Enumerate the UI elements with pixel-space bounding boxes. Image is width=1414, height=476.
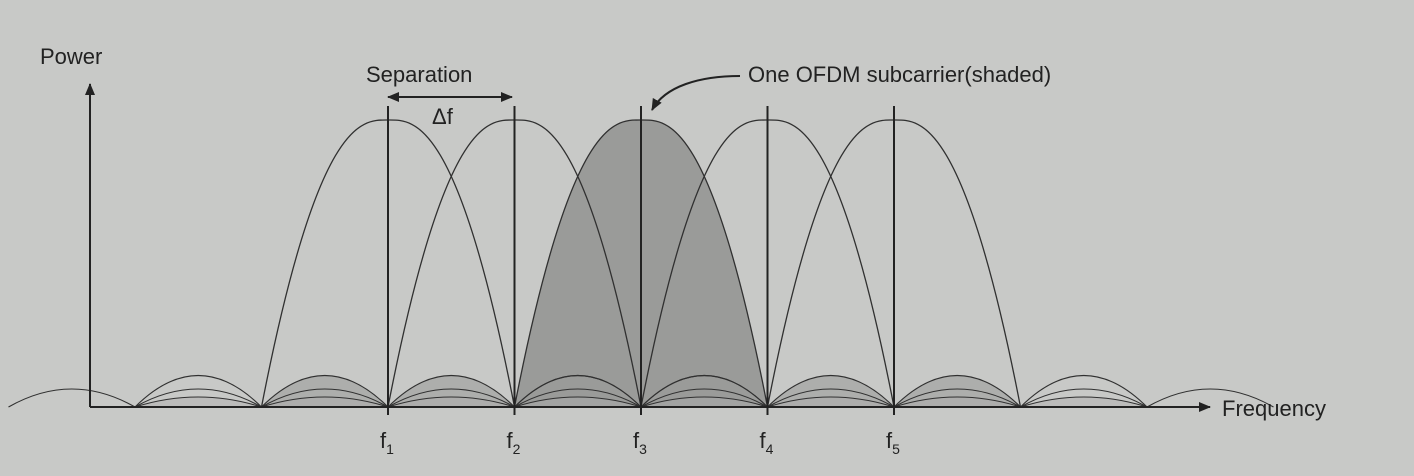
subcarrier-sidelobe	[134, 388, 262, 408]
subcarrier-sidelobe	[893, 388, 1021, 408]
baseline-sidelobe	[261, 396, 389, 408]
subcarrier-sidelobe	[767, 388, 895, 408]
subcarrier-sidelobe	[767, 375, 895, 408]
baseline-sidelobe	[514, 396, 642, 408]
separation-label: Separation	[366, 62, 472, 87]
subcarrier-sidelobe	[514, 375, 642, 408]
delta-f-label: Δf	[432, 104, 454, 129]
subcarrier-sidelobe	[261, 375, 389, 408]
subcarrier-sidelobe	[1020, 388, 1148, 408]
subcarrier-lines	[387, 106, 895, 415]
tick-label-f2: f2	[507, 428, 521, 457]
tick-subscript: 5	[892, 441, 900, 457]
subcarrier-sidelobe	[640, 375, 768, 408]
subcarrier-sidelobe	[1020, 375, 1148, 408]
baseline-sidelobe	[387, 396, 515, 408]
callout-arrow	[651, 75, 741, 111]
baseline-sidelobe	[767, 396, 895, 408]
baseline-sidelobe	[134, 396, 262, 408]
tick-subscript: 2	[513, 441, 521, 457]
subcarrier-sidelobe	[893, 375, 1021, 408]
tick-subscript: 4	[766, 441, 774, 457]
tick-label-f3: f3	[633, 428, 647, 457]
subcarrier-sidelobe	[387, 375, 515, 408]
subcarrier-sidelobe	[1146, 388, 1274, 408]
subcarrier-sidelobe	[8, 388, 136, 408]
baseline-sidelobe	[640, 396, 768, 408]
subcarrier-sidelobe	[514, 388, 642, 408]
x-axis-label: Frequency	[1222, 396, 1326, 421]
subcarrier-sidelobe	[134, 375, 262, 408]
tick-label-f1: f1	[380, 428, 394, 457]
y-axis-label: Power	[40, 44, 102, 69]
baseline-sidelobe	[1020, 396, 1148, 408]
subcarrier-tick-labels: f1 f2 f3 f4 f5	[380, 428, 900, 457]
tick-subscript: 1	[386, 441, 394, 457]
subcarrier-sidelobe	[387, 388, 515, 408]
subcarrier-sidelobe	[640, 388, 768, 408]
tick-label-f5: f5	[886, 428, 900, 457]
tick-label-f4: f4	[760, 428, 774, 457]
callout-label: One OFDM subcarrier(shaded)	[748, 62, 1051, 87]
baseline-sidelobe	[893, 396, 1021, 408]
tick-subscript: 3	[639, 441, 647, 457]
subcarrier-sidelobe	[261, 388, 389, 408]
